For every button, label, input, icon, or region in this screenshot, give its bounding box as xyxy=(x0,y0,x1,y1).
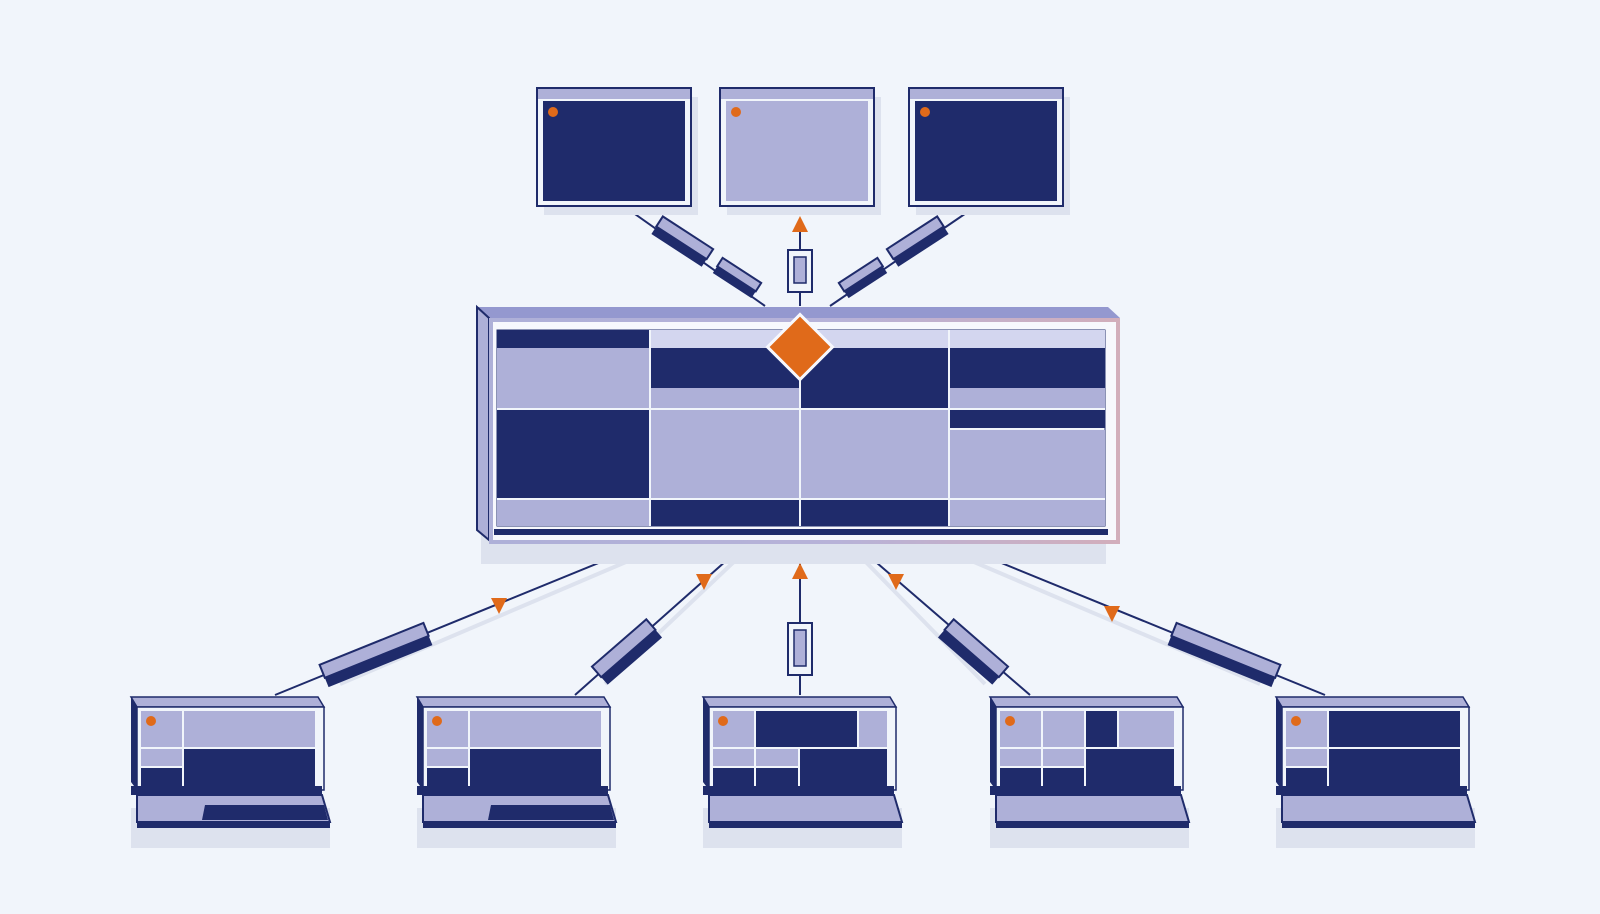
adapter-icon xyxy=(937,617,1010,685)
diamond-icon xyxy=(765,312,835,382)
laptop-4 xyxy=(988,696,1191,848)
arrow-down-icon xyxy=(491,598,507,614)
arrow-down-icon xyxy=(696,574,712,590)
arrow-down-icon xyxy=(1104,606,1120,622)
status-dot-icon xyxy=(718,716,728,726)
status-dot-icon xyxy=(920,107,930,117)
adapter-icon xyxy=(787,249,813,293)
top-display-3 xyxy=(908,87,1070,215)
laptop-3 xyxy=(701,696,904,848)
laptop-1 xyxy=(129,696,332,848)
adapter-icon xyxy=(651,215,715,267)
arrow-down-icon xyxy=(888,574,904,590)
adapter-icon xyxy=(590,617,663,685)
top-display-1 xyxy=(536,87,698,215)
adapter-icon xyxy=(787,622,813,676)
adapter-icon xyxy=(712,256,763,299)
adapter-icon xyxy=(837,256,888,299)
status-dot-icon xyxy=(146,716,156,726)
status-dot-icon xyxy=(1005,716,1015,726)
arrow-up-icon xyxy=(792,216,808,232)
status-dot-icon xyxy=(432,716,442,726)
status-dot-icon xyxy=(1291,716,1301,726)
status-dot-icon xyxy=(731,107,741,117)
adapter-icon xyxy=(885,215,949,267)
adapter-icon xyxy=(1167,621,1282,688)
laptop-5 xyxy=(1274,696,1477,848)
arrow-up-icon xyxy=(792,563,808,579)
central-hub xyxy=(476,304,1120,564)
laptop-2 xyxy=(415,696,618,848)
adapter-icon xyxy=(318,621,433,688)
top-display-2 xyxy=(719,87,881,215)
status-dot-icon xyxy=(548,107,558,117)
